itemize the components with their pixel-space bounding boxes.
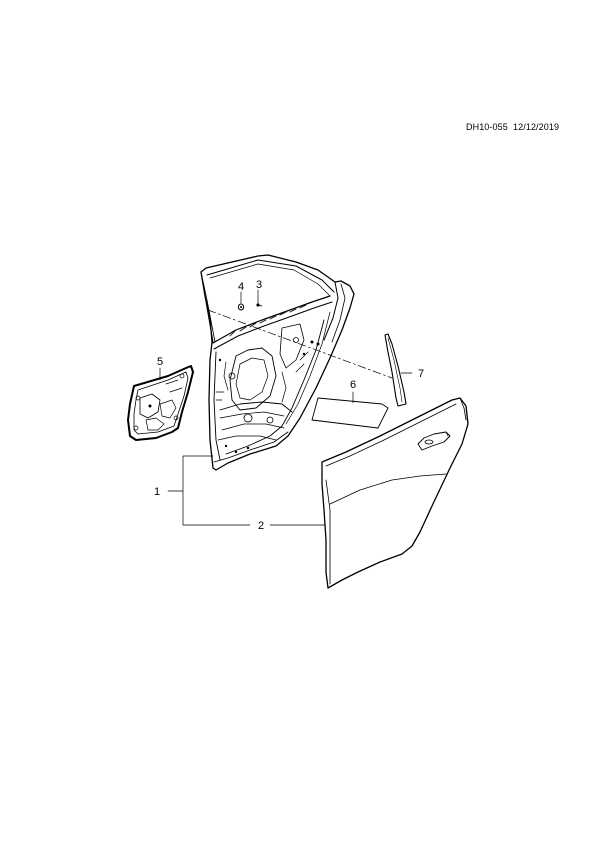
door-frame-part[interactable] [200,254,355,471]
leader-lines [159,289,413,526]
callout-6: 6 [350,379,356,391]
outer-door-panel-part[interactable] [321,397,469,589]
alignment-line [207,309,393,379]
diagram-reference: DH10-055 12/12/2019 [466,122,560,132]
callout-2: 2 [258,520,264,532]
screw-part[interactable] [256,303,263,307]
trim-strip-part[interactable] [384,333,407,407]
clip-part[interactable] [237,303,245,311]
callout-1: 1 [154,486,160,498]
callout-7: 7 [418,368,424,380]
callout-5: 5 [157,356,163,368]
module-carrier-part[interactable] [127,365,194,441]
callout-3: 3 [256,279,262,291]
sheet-part[interactable] [311,397,389,429]
callout-4: 4 [238,281,244,293]
